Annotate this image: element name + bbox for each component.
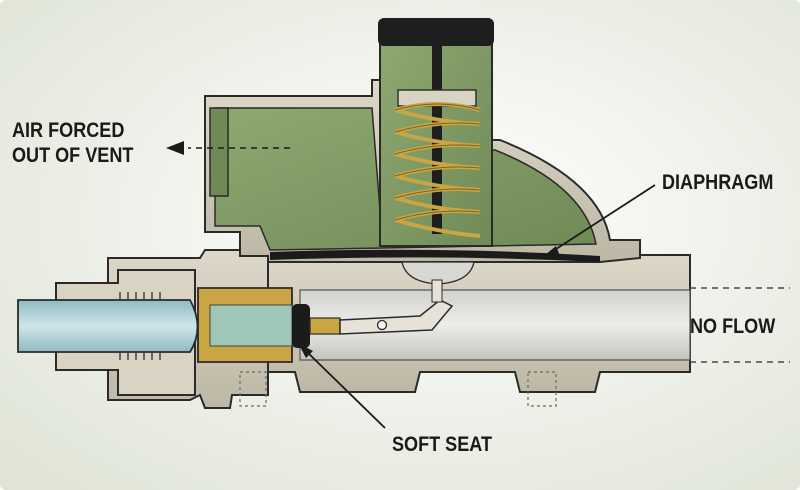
- diaphragm-pointer-line: [549, 184, 656, 254]
- diaphragm: [270, 249, 600, 262]
- no-flow-label: NO FLOW: [690, 315, 776, 338]
- lever-pivot: [376, 319, 388, 331]
- air-forced-label-line1: AIR FORCED: [12, 119, 125, 142]
- air-forced-label-line2: OUT OF VENT: [12, 144, 134, 167]
- lever-arm: [339, 299, 454, 335]
- pusher-link: [431, 279, 443, 303]
- soft-seat-pointer-arrowhead: [298, 343, 313, 358]
- soft-seat-pointer-line: [304, 349, 386, 429]
- body-ports: [239, 371, 557, 407]
- soft-seat: [292, 304, 310, 348]
- diaphragm-label: DIAPHRAGM: [662, 171, 774, 194]
- inlet-pipe: [17, 299, 199, 353]
- diaphragm-pointer-arrowhead: [540, 246, 560, 259]
- vent-opening: [209, 107, 229, 197]
- inlet-threads: [119, 292, 161, 360]
- seat-holder: [309, 317, 341, 335]
- soft-seat-label: SOFT SEAT: [392, 433, 493, 456]
- air-forced-label: AIR FORCED OUT OF VENT: [12, 118, 133, 168]
- air-vent-arrowhead: [166, 141, 184, 155]
- adjust-stem: [432, 44, 442, 234]
- orifice-passage: [209, 304, 293, 347]
- tower-cap: [378, 18, 494, 46]
